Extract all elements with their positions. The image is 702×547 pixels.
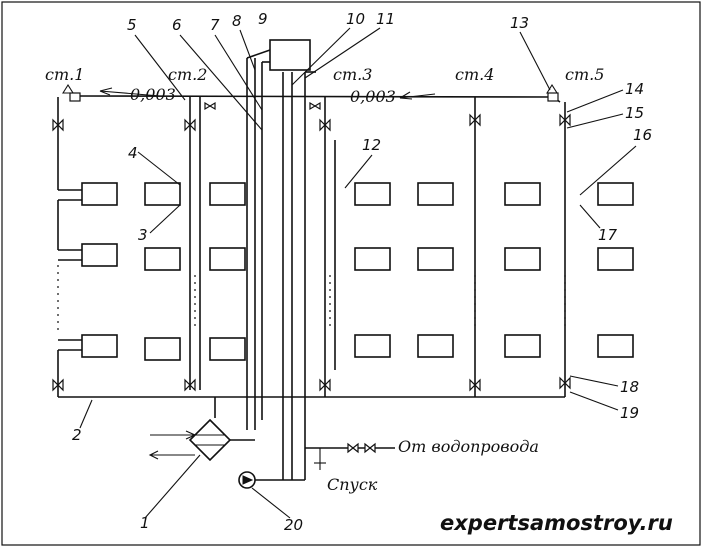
boiler-1	[148, 418, 255, 462]
riser-st4	[417, 97, 541, 397]
slope-label-left: 0,003	[130, 85, 176, 104]
main-riser-pipes	[246, 39, 316, 480]
riser-st3	[309, 97, 391, 397]
callout-20: 20	[284, 516, 303, 534]
callout-1: 1	[140, 514, 150, 532]
air-vent-icon	[62, 83, 74, 94]
pump-20	[238, 471, 305, 489]
callout-leaders	[79, 27, 637, 519]
bottom-return-pipe	[57, 385, 566, 418]
callout-18: 18	[620, 378, 639, 396]
callout-5: 5	[127, 16, 137, 34]
callout-10: 10	[346, 10, 365, 28]
callout-16: 16	[633, 126, 652, 144]
callout-15: 15	[625, 104, 644, 122]
riser-st2	[144, 97, 246, 392]
top-main-pipe	[62, 83, 561, 103]
callout-19: 19	[620, 404, 639, 422]
riser-label-st5: ст.5	[565, 65, 604, 84]
callout-14: 14	[625, 80, 644, 98]
riser-label-st3: ст.3	[333, 65, 372, 84]
callout-13: 13	[510, 14, 529, 32]
expansion-tank-9	[269, 39, 311, 71]
callout-2: 2	[72, 426, 82, 444]
callout-8: 8	[232, 12, 242, 30]
riser-st5	[559, 102, 634, 390]
riser-st1	[52, 97, 118, 392]
riser-label-st4: ст.4	[455, 65, 494, 84]
callout-17: 17	[598, 226, 618, 244]
callout-12: 12	[362, 136, 381, 154]
callout-9: 9	[258, 10, 268, 28]
riser-label-st2: ст.2	[168, 65, 207, 84]
water-supply-line	[305, 442, 395, 470]
callout-6: 6	[172, 16, 182, 34]
riser-label-st1: ст.1	[45, 65, 84, 84]
drain-label: Спуск	[327, 475, 378, 494]
callout-3: 3	[138, 226, 148, 244]
air-collector-13	[547, 92, 559, 102]
callout-4: 4	[128, 144, 138, 162]
callout-11: 11	[376, 10, 395, 28]
supply-label: От водопровода	[398, 437, 539, 456]
slope-label-right: 0,003	[350, 87, 396, 106]
callout-7: 7	[210, 16, 220, 34]
watermark: expertsamostroy.ru	[440, 511, 673, 535]
